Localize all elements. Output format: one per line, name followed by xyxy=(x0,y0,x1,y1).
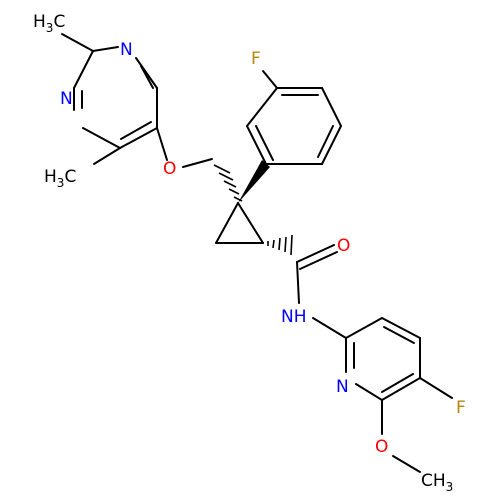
hash-bond-amide xyxy=(267,234,293,256)
bond xyxy=(383,326,415,344)
bond xyxy=(381,377,421,401)
fluorine-label-pyridine: F xyxy=(456,398,466,418)
bond xyxy=(73,50,94,89)
bond xyxy=(419,377,453,399)
bond xyxy=(255,125,274,161)
bond xyxy=(392,455,421,473)
bond xyxy=(381,373,414,393)
bond xyxy=(262,70,278,89)
bond xyxy=(296,261,300,304)
nitrogen-label-pyrimidine-left: N xyxy=(60,89,73,109)
bond xyxy=(246,87,278,127)
bond xyxy=(237,202,264,244)
nitrogen-label-pyridine: N xyxy=(336,377,349,397)
bond xyxy=(312,317,347,339)
bond xyxy=(355,383,383,401)
oxygen-label-ether: O xyxy=(163,159,176,179)
bond xyxy=(215,202,239,244)
bond xyxy=(182,158,213,168)
methoxy-label: CH3 xyxy=(421,471,453,494)
bond xyxy=(317,125,334,158)
fluorine-label-top: F xyxy=(251,49,261,69)
bond xyxy=(321,125,342,165)
bond xyxy=(92,46,119,52)
bond xyxy=(82,127,121,149)
oxygen-label-methoxy: O xyxy=(375,437,388,457)
bond xyxy=(156,127,168,161)
hash-bond-ch2 xyxy=(213,164,243,202)
bond xyxy=(381,317,421,339)
oxygen-label-carbonyl: O xyxy=(337,236,350,256)
wedge-bond xyxy=(238,160,270,203)
methyl-label-bottom: H3C xyxy=(44,167,76,190)
bond xyxy=(135,57,158,89)
bond xyxy=(93,147,121,165)
bonds xyxy=(61,33,453,473)
bond xyxy=(321,87,342,127)
bond xyxy=(120,121,152,140)
bond xyxy=(345,317,383,339)
methyl-label-top: H3C xyxy=(33,12,65,35)
bond xyxy=(296,244,335,263)
nh-label-amide: NH xyxy=(281,307,307,327)
bond xyxy=(61,33,94,52)
nitrogen-label-pyrimidine-top: N xyxy=(120,40,133,60)
bond xyxy=(299,251,338,270)
bond xyxy=(246,125,267,165)
bond xyxy=(140,65,154,89)
bond xyxy=(119,127,158,149)
